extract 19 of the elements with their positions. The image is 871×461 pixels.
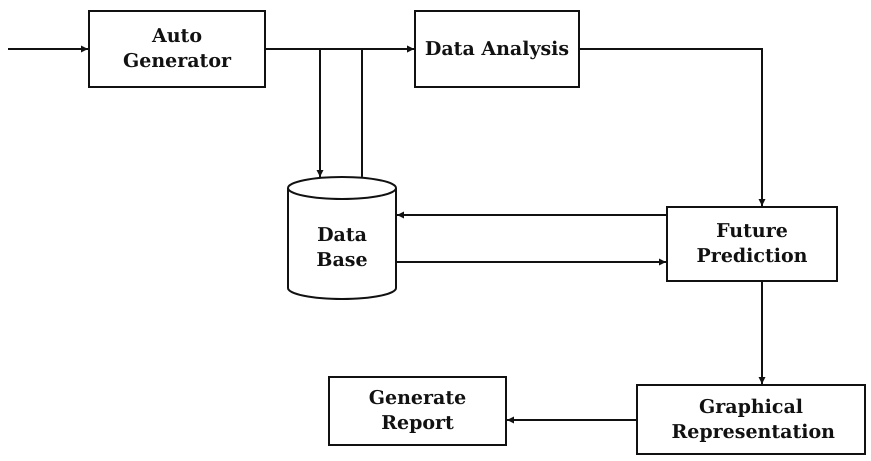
arrow [758,282,766,384]
process-box [414,10,580,88]
process-box [636,384,866,455]
arrow [397,212,666,218]
process-box [328,376,507,446]
node-label: Auto Generator [122,24,232,74]
node-label: Graphical Representation [670,394,836,444]
arrow [266,48,324,177]
node-label: Future Prediction [696,219,808,269]
arrow [507,416,636,424]
arrow [580,48,766,206]
node-label: Data Analysis [424,36,570,62]
node-label: Data Base [315,223,369,273]
node-label: Generate Report [368,386,468,436]
arrow [361,46,414,177]
arrow [8,46,88,52]
process-box [88,10,266,88]
arrow [397,258,666,266]
process-box [666,206,838,282]
